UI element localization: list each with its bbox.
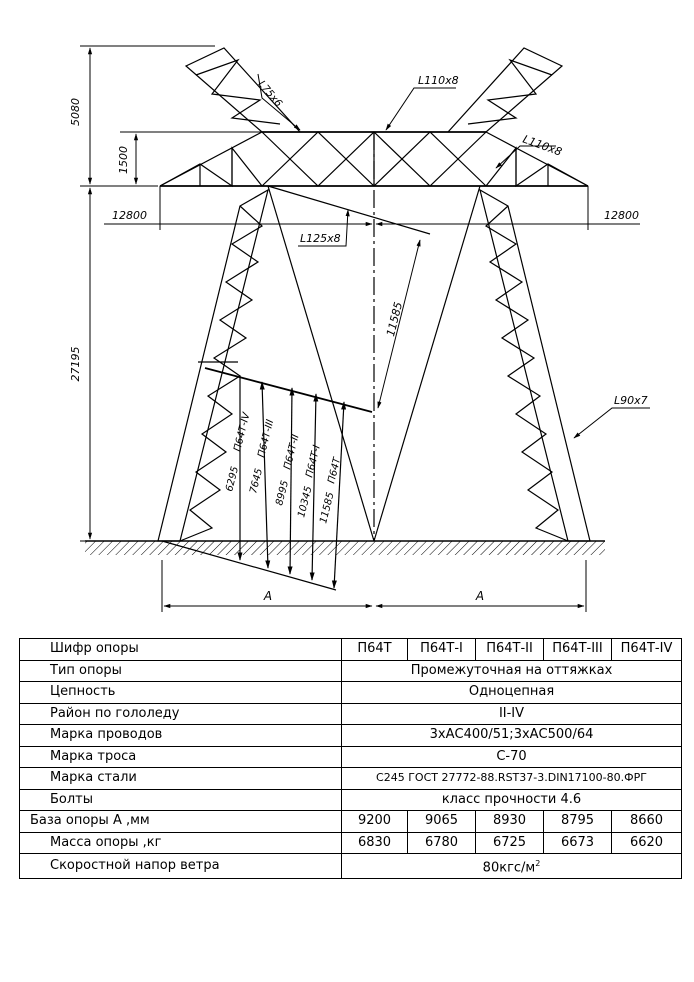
row-label: База опоры А ,мм — [19, 810, 342, 833]
wind-pressure-exponent: 2 — [535, 859, 541, 868]
row-label: Район по гололеду — [19, 702, 342, 725]
cell-value: П64Т-IV — [611, 638, 682, 661]
variant-length-2: 7645 — [248, 467, 265, 494]
cell-value: 9065 — [407, 810, 476, 833]
table-row: Тип опоры Промежуточная на оттяжках — [19, 659, 682, 682]
inner-brace-profile-label: L125x8 — [300, 232, 341, 245]
table-row: Масса опоры ,кг 6830 6780 6725 6673 6620 — [19, 831, 682, 854]
right-leg — [479, 188, 591, 542]
row-label: Марка троса — [19, 745, 342, 768]
guy-length-dim: 11585 — [384, 301, 405, 338]
table-row: Цепность Одноцепная — [19, 681, 682, 704]
tower-height-dim: 27195 — [69, 347, 82, 382]
span-left-dim: 12800 — [112, 209, 147, 222]
tower-drawing: 5080 1500 27195 12800 12800 11585 A A L7… — [69, 45, 650, 612]
spec-table: Шифр опоры П64Т П64Т-I П64Т-II П64Т-III … — [19, 638, 682, 880]
base-half-left-dim: A — [263, 589, 272, 603]
row-label: Шифр опоры — [19, 638, 342, 661]
table-row: Шифр опоры П64Т П64Т-I П64Т-II П64Т-III … — [19, 638, 682, 661]
table-row: Скоростной напор ветра 80кгс/м2 — [19, 852, 682, 880]
span-right-dim: 12800 — [604, 209, 639, 222]
cell-value: класс прочности 4.6 — [341, 788, 682, 811]
variant-code-1: П64Т-IV — [232, 410, 253, 452]
variant-length-1: 6295 — [224, 465, 241, 492]
leg-profile-label: L90x7 — [614, 394, 648, 407]
arm-top-height-dim: 5080 — [69, 98, 82, 126]
cell-value: П64Т — [341, 638, 408, 661]
variant-length-3: 8995 — [274, 479, 291, 506]
row-label: Марка проводов — [19, 724, 342, 747]
row-label: Масса опоры ,кг — [19, 831, 342, 854]
table-row: Район по гололеду II-IV — [19, 702, 682, 725]
cell-value: 6620 — [611, 831, 682, 854]
cell-value: 9200 — [341, 810, 408, 833]
cell-value: 80кгс/м2 — [341, 852, 682, 880]
table-row: Марка троса С-70 — [19, 745, 682, 768]
cell-value: 3хАС400/51;3хАС500/64 — [341, 724, 682, 747]
row-label: Болты — [19, 788, 342, 811]
row-label: Цепность — [19, 681, 342, 704]
variant-code-3: П64Т-II — [282, 433, 301, 471]
variant-labels: 6295 П64Т-IV 7645 П64Т-III 8995 П64Т-II … — [224, 410, 343, 524]
cell-value: 8795 — [543, 810, 612, 833]
cell-value: 8930 — [475, 810, 544, 833]
cell-value: 6780 — [407, 831, 476, 854]
dimension-lines — [80, 45, 640, 612]
cell-value: Одноцепная — [341, 681, 682, 704]
table-row: Марка проводов 3хАС400/51;3хАС500/64 — [19, 724, 682, 747]
crossarm-side-profile-label: L110x8 — [521, 133, 564, 159]
base-half-right-dim: A — [475, 589, 484, 603]
variant-code-2: П64Т-III — [256, 418, 276, 458]
cell-value: П64Т-II — [475, 638, 544, 661]
cell-value: С-70 — [341, 745, 682, 768]
row-label: Скоростной напор ветра — [19, 852, 342, 880]
row-label: Тип опоры — [19, 659, 342, 682]
left-peak — [184, 47, 301, 133]
cell-value: Промежуточная на оттяжках — [341, 659, 682, 682]
table-row: Марка стали С245 ГОСТ 27772-88.RST37-3.D… — [19, 767, 682, 790]
cell-value: 6725 — [475, 831, 544, 854]
cell-value: II-IV — [341, 702, 682, 725]
cell-value: П64Т-III — [543, 638, 612, 661]
cell-value: 6830 — [341, 831, 408, 854]
ground — [85, 540, 605, 555]
variant-length-4: 10345 — [296, 485, 314, 519]
crossarm-height-dim: 1500 — [117, 146, 130, 174]
variant-length-5: 11585 — [318, 491, 336, 525]
variant-code-4: П64Т-I — [304, 444, 323, 479]
leader-lines — [257, 73, 650, 439]
cell-value: 6673 — [543, 831, 612, 854]
cell-value: С245 ГОСТ 27772-88.RST37-3.DIN17100-80.Ф… — [341, 767, 682, 790]
right-peak — [447, 47, 564, 133]
table-row: Болты класс прочности 4.6 — [19, 788, 682, 811]
crossarm-top-profile-label: L110x8 — [418, 74, 459, 87]
row-label: Марка стали — [19, 767, 342, 790]
cell-value: П64Т-I — [407, 638, 476, 661]
variant-dimension-lines — [204, 367, 373, 589]
left-leg — [157, 188, 269, 542]
wind-pressure-value: 80кгс/м — [482, 860, 536, 876]
cell-value: 8660 — [611, 810, 682, 833]
table-row: База опоры А ,мм 9200 9065 8930 8795 866… — [19, 810, 682, 833]
